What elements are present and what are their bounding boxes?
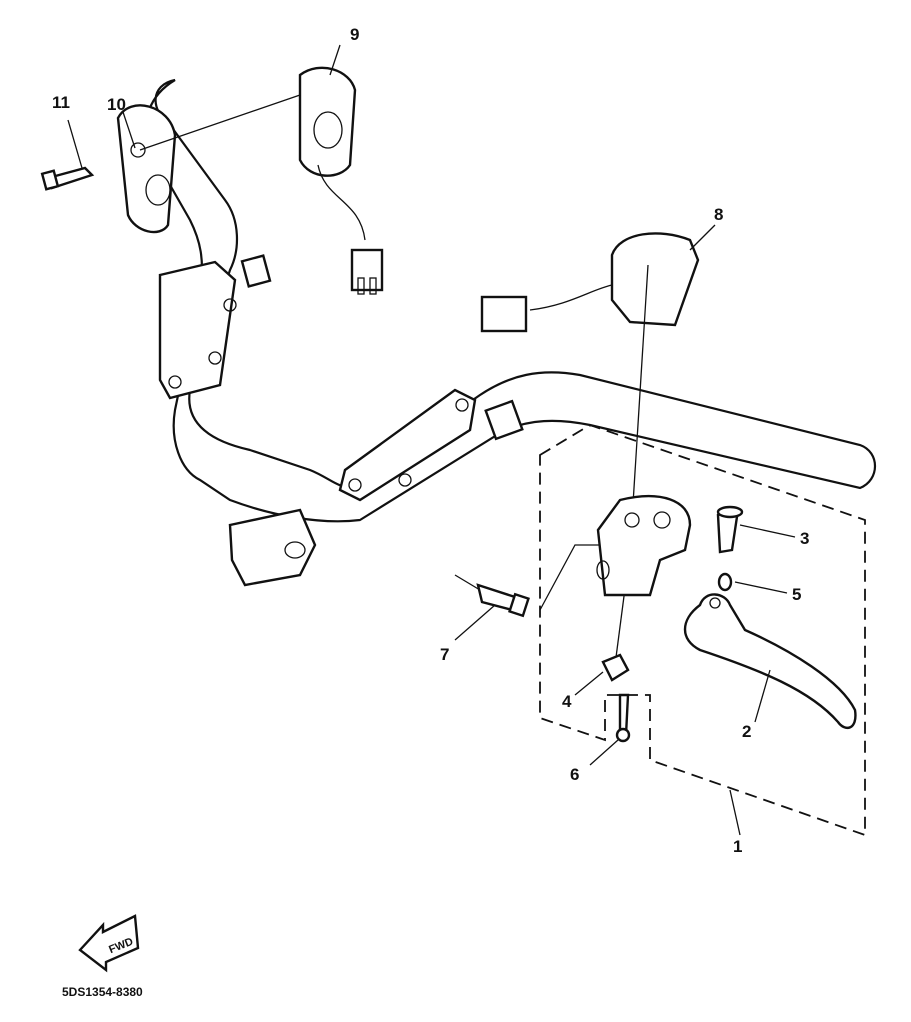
callout-3: 3	[800, 529, 809, 548]
fwd-arrow-icon: FWD	[78, 914, 140, 973]
callout-leaders	[67, 44, 796, 836]
callout-8: 8	[714, 205, 723, 224]
part-4-nut	[601, 653, 630, 682]
line-7	[539, 544, 600, 611]
callout-6: 6	[570, 765, 579, 784]
part-8-switch	[480, 232, 700, 333]
callout-4: 4	[562, 692, 572, 711]
callout-1: 1	[733, 837, 742, 856]
part-9-switch-housing	[298, 66, 384, 295]
part-code: 5DS1354-8380	[62, 985, 143, 999]
callout-11: 11	[52, 93, 70, 112]
part-1-lever-holder	[596, 495, 692, 597]
handlebar	[145, 78, 876, 587]
callout-7: 7	[440, 645, 449, 664]
callout-9: 9	[350, 25, 359, 44]
part-3-pivot-bolt	[716, 505, 744, 554]
callout-2: 2	[742, 722, 751, 741]
part-7-switch	[454, 574, 530, 618]
part-11-screw	[40, 166, 95, 191]
callout-10: 10	[107, 95, 126, 114]
part-2-lever	[683, 593, 857, 730]
part-6-screw	[615, 693, 631, 743]
part-5-bushing	[717, 572, 733, 592]
callout-5: 5	[792, 585, 801, 604]
assembly-line-8	[631, 264, 649, 521]
part-10-switch-housing	[116, 104, 177, 234]
assembly-line-9-10	[139, 94, 301, 151]
